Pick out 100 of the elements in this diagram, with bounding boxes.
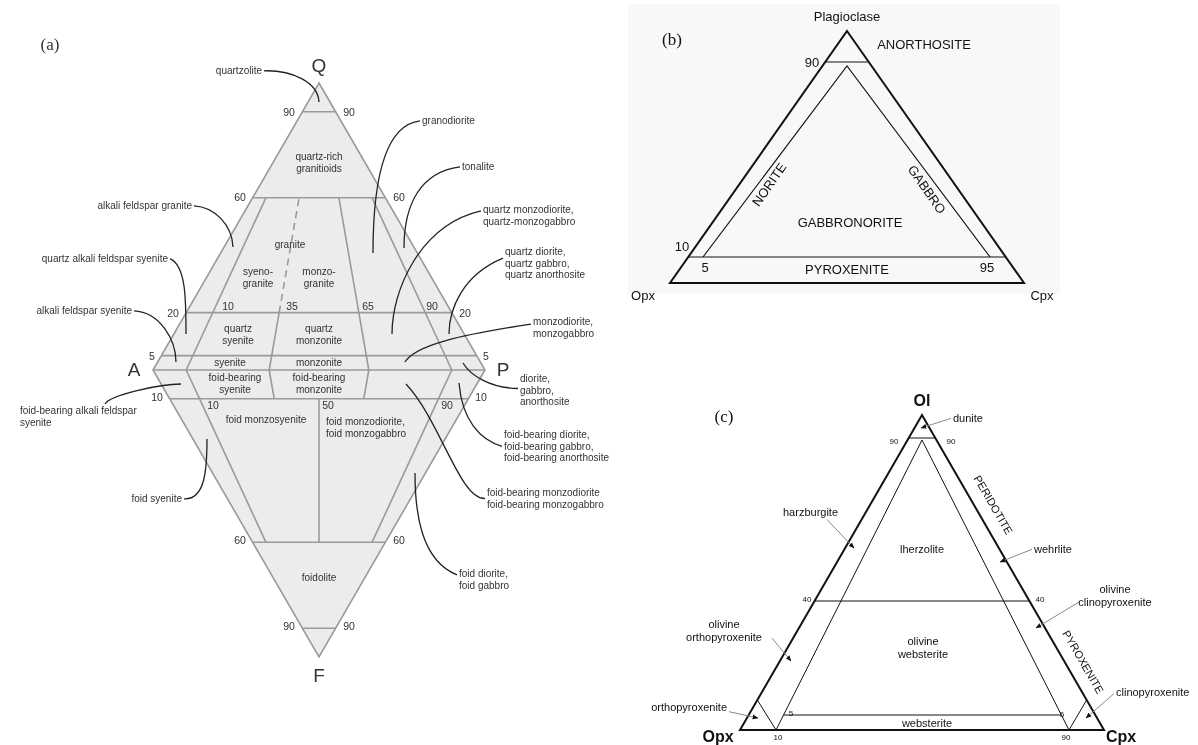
vertex-label: Cpx [1030,288,1054,304]
vertex-label: Opx [631,288,655,304]
leader-line [405,383,486,500]
tick-label: 10 [207,398,219,412]
leader-line [1085,693,1115,719]
field-label: foid monzodiorite, foid monzogabbro [326,415,408,439]
panel-label: (c) [714,407,734,427]
field-label: syenite [214,357,246,369]
leader-line [403,166,461,249]
tick-label: 10 [674,239,690,255]
tick-label: 10 [151,390,163,404]
vertex-label: P [496,359,510,381]
callout-label: clinopyroxenite [1116,686,1190,699]
field-label: ANORTHOSITE [877,37,971,53]
vertex-label: Plagioclase [813,9,881,25]
tick-label: 50 [322,398,334,412]
field-label: monzonite [295,357,343,369]
tick-label: 5 [701,260,709,276]
tick-label: 5 [149,349,155,363]
tick-label: 90 [343,105,355,119]
tick-label: 90 [343,619,355,633]
leader-line [391,210,482,335]
tick-label: 90 [283,619,295,633]
field-label: monzo- granite [301,265,337,289]
field-label: PYROXENITE [805,262,889,278]
leader-line [404,323,532,363]
field-label: quartz-rich granitioids [294,150,344,174]
field-label: quartz monzonite [294,322,344,346]
tick-label: 65 [362,299,374,313]
tick-label: 90 [804,55,820,71]
callout-label: granodiorite [422,115,475,127]
tick-label: 90 [946,437,956,447]
leader-line [999,548,1033,563]
tick-label: 90 [441,398,453,412]
tick-label: 5 [788,709,794,719]
tick-label: 60 [393,533,405,547]
tick-label: 40 [1035,595,1045,605]
field-label: GABBRONORITE [797,215,903,231]
tick-label: 20 [167,306,179,320]
callout-label: quartz alkali feldspar syenite [41,253,168,265]
field-label: syeno- granite [241,265,275,289]
vertex-label: A [127,359,141,381]
leader-line [104,383,182,405]
field-label: websterite [901,716,953,730]
leader-line [263,70,320,103]
leader-line [448,257,504,335]
callout-label: foid syenite [131,493,182,505]
leader-line [193,205,234,248]
panel-label: (a) [40,35,60,55]
leader-line [169,258,187,335]
tick-label: 5 [483,349,489,363]
tick-label: 60 [393,190,405,204]
tick-label: 10 [475,390,487,404]
leader-line [771,637,792,662]
tick-label: 40 [802,595,812,605]
tick-label: 35 [286,299,298,313]
vertex-label: Opx [702,727,734,745]
callout-label: quartz monzodiorite, quartz-monzogabbro [483,204,591,227]
leader-line [920,417,952,429]
tick-label: 90 [1061,733,1071,743]
leader-line [183,438,208,500]
tick-label: 20 [459,306,471,320]
field-label: granite [274,239,306,251]
callout-label: foid-bearing alkali feldspar syenite [20,405,145,428]
tick-label: 95 [979,260,995,276]
tick-label: 10 [222,299,234,313]
callout-label: wehrlite [1034,543,1072,556]
leader-line [728,711,759,720]
field-label: foid monzosyenite [225,414,307,426]
callout-label: diorite, gabbro, anorthosite [520,373,580,408]
tick-label: 10 [773,733,783,743]
callout-label: alkali feldspar syenite [36,305,132,317]
tick-label: 60 [234,190,246,204]
field-label: foid-bearing monzonite [291,371,347,395]
leader-line [1035,601,1080,629]
field-label: foidolite [301,572,337,584]
callout-label: alkali feldspar granite [97,200,192,212]
panel-label: (b) [662,30,682,50]
vertex-label: Q [311,55,327,77]
vertex-label: Cpx [1105,727,1137,745]
callout-label: harzburgite [783,506,839,519]
field-label: olivine websterite [896,635,950,661]
callout-label: orthopyroxenite [651,701,727,714]
callout-label: quartzolite [215,65,262,77]
leader-line [133,310,177,363]
field-label: lherzolite [900,542,944,556]
tick-label: 90 [283,105,295,119]
leader-line [462,362,519,390]
callout-label: foid diorite, foid gabbro [459,568,525,591]
callout-label: olivine clinopyroxenite [1070,583,1160,609]
vertex-label: F [313,665,325,687]
callout-label: olivine orthopyroxenite [678,618,770,644]
tick-label: 60 [234,533,246,547]
callout-label: monzodiorite, monzogabbro [533,316,605,339]
tick-label: 90 [889,437,899,447]
tick-label: 5 [1059,710,1065,720]
leader-line [458,382,503,447]
leader-line [826,519,855,549]
callout-label: foid-bearing diorite, foid-bearing gabbro, foid-bearing anorthosite [504,429,616,464]
leader-line [372,120,421,254]
